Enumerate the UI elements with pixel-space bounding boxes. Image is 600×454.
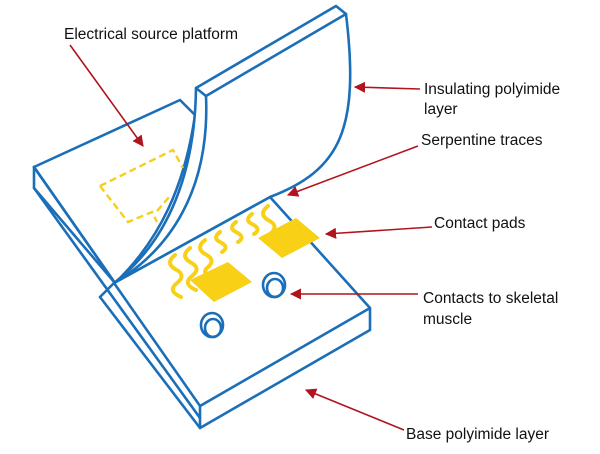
label-serpentine-traces: Serpentine traces <box>421 132 543 149</box>
label-electrical-source-platform: Electrical source platform <box>64 26 239 43</box>
label-contact-pads: Contact pads <box>434 215 526 232</box>
contact-pad-1 <box>190 262 252 302</box>
insulating-polyimide-layer <box>112 4 352 285</box>
contact-pad-2 <box>258 218 320 258</box>
label-contacts-muscle-line2: muscle <box>423 311 473 328</box>
annotation-arrows <box>69 44 433 431</box>
label-insulating-layer-line1: Insulating polyimide <box>424 81 561 98</box>
muscle-contacts <box>199 271 287 339</box>
serpentine-traces <box>168 204 277 299</box>
contact-pads <box>190 218 320 302</box>
arrow-source-platform <box>69 44 144 147</box>
label-base-layer: Base polyimide layer <box>406 426 550 443</box>
source-dashed-outline <box>99 148 185 224</box>
label-insulating-layer-line2: layer <box>424 101 458 118</box>
arrow-contact-pads <box>324 226 433 239</box>
arrow-base-layer <box>304 388 405 431</box>
arrow-insulating-layer <box>353 81 421 93</box>
label-contacts-muscle-line1: Contacts to skeletal <box>423 290 559 307</box>
arrow-serpentine <box>286 145 419 197</box>
